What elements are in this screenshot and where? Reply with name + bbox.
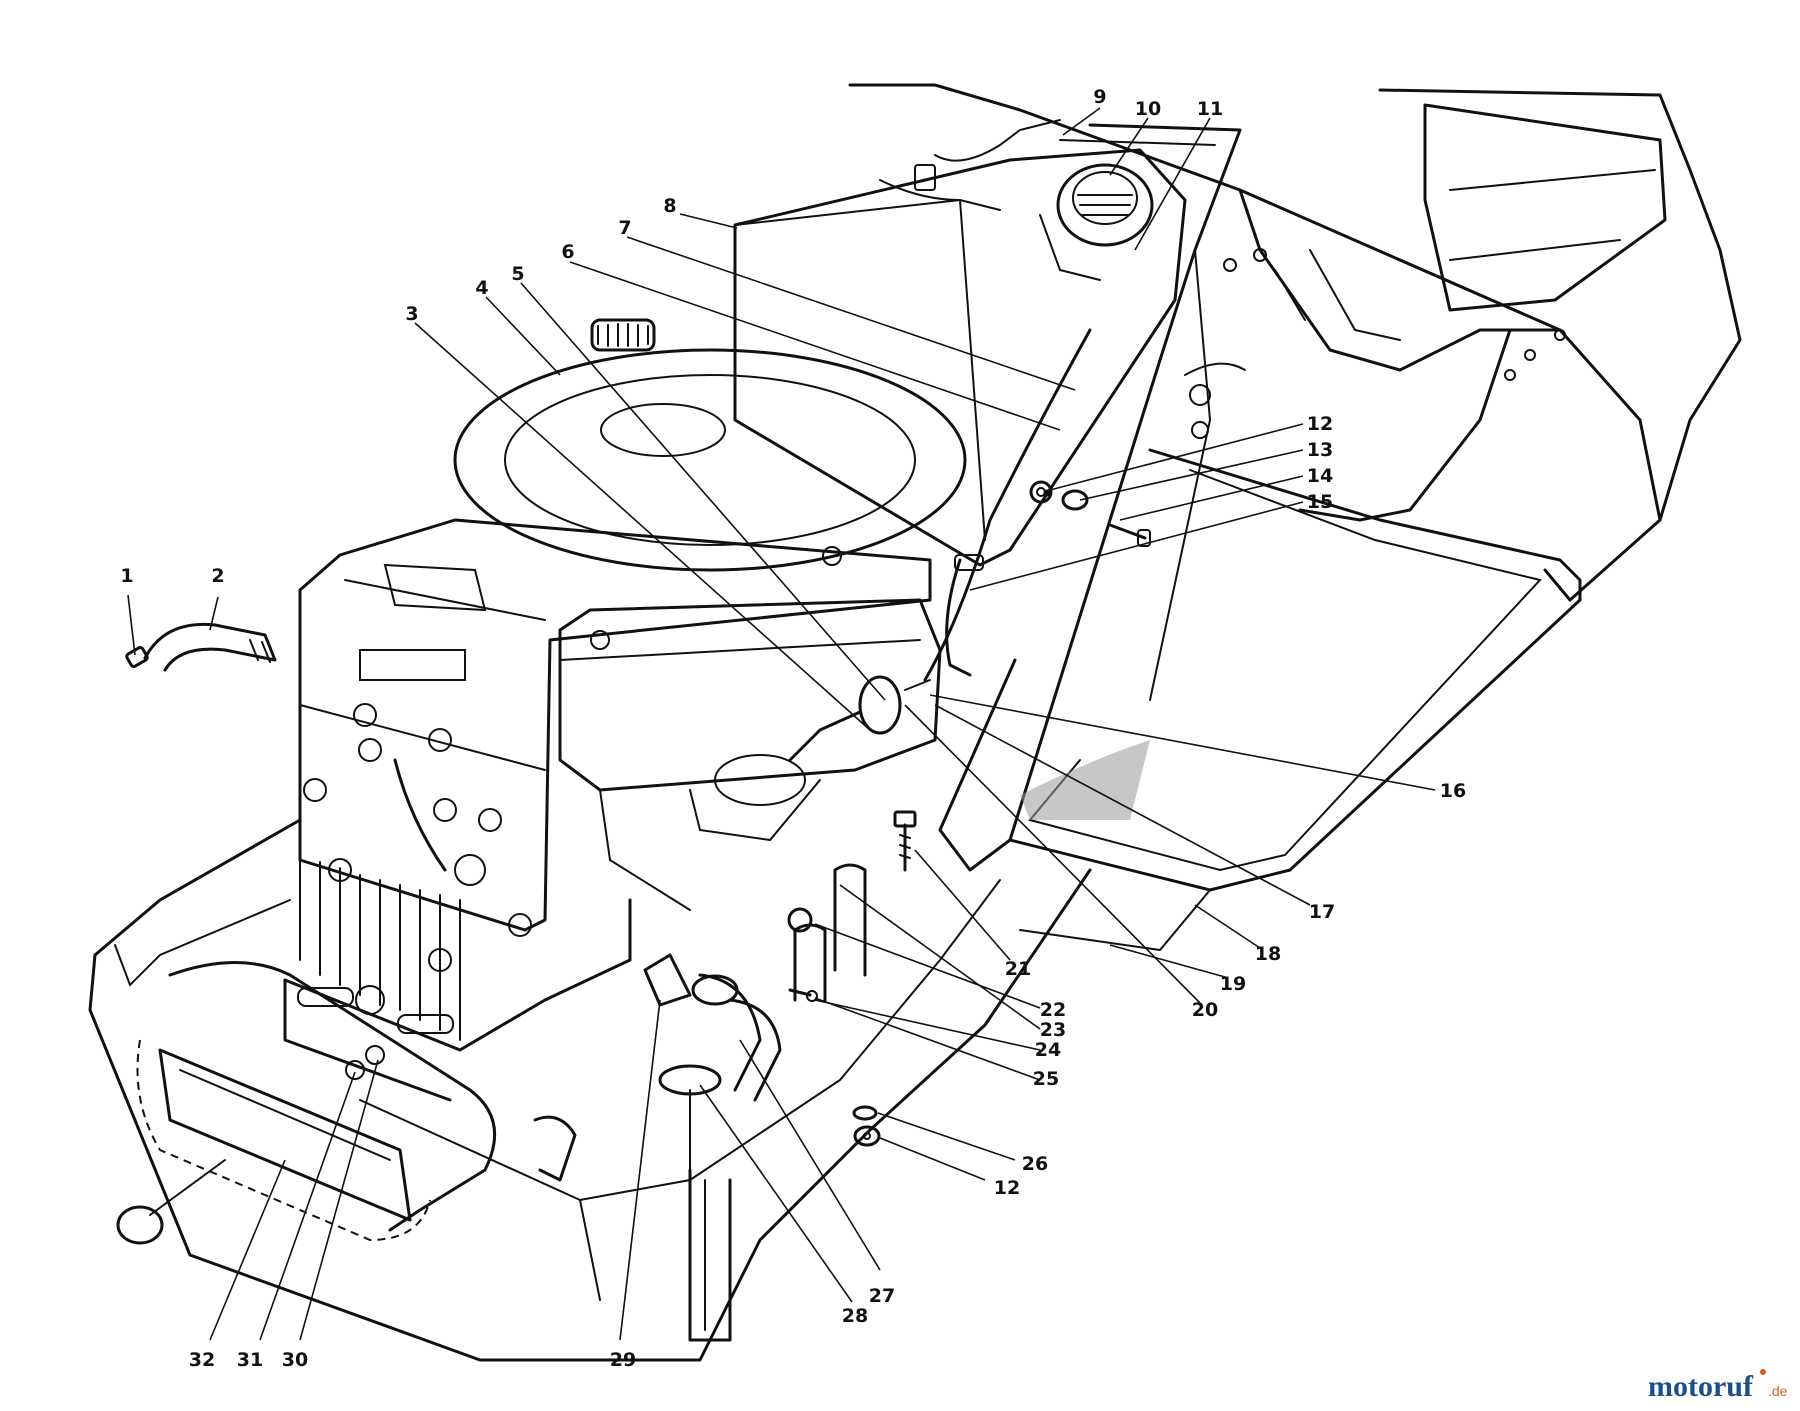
leader-lines <box>127 107 1436 1341</box>
air-cleaner <box>453 318 967 572</box>
callout-6: 6 <box>561 241 574 263</box>
bottom-frame <box>88 818 1092 1362</box>
callout-15: 15 <box>1307 491 1333 513</box>
fuel-tank <box>733 119 1187 567</box>
callout-18: 18 <box>1255 943 1281 965</box>
callout-9: 9 <box>1093 86 1106 108</box>
floor-tray <box>1008 448 1582 952</box>
callout-22: 22 <box>1040 999 1066 1021</box>
callout-7: 7 <box>618 217 631 239</box>
callout-3: 3 <box>405 303 418 325</box>
callout-21: 21 <box>1005 958 1031 980</box>
hardware <box>125 480 1151 1147</box>
watermark-dot-icon <box>1760 1369 1766 1375</box>
blower-housing <box>558 546 942 911</box>
callout-8: 8 <box>663 195 676 217</box>
callout-19: 19 <box>1220 973 1246 995</box>
callout-17: 17 <box>1309 901 1335 923</box>
callout-16: 16 <box>1440 780 1466 802</box>
callout-26: 26 <box>1022 1153 1048 1175</box>
muffler <box>116 961 497 1245</box>
callout-24: 24 <box>1035 1039 1061 1061</box>
callout-25: 25 <box>1033 1068 1059 1090</box>
callout-32: 32 <box>189 1349 215 1371</box>
callout-2: 2 <box>211 565 224 587</box>
callout-13: 13 <box>1307 439 1333 461</box>
callout-10: 10 <box>1135 98 1161 120</box>
fuel-line <box>788 328 1092 762</box>
callout-31: 31 <box>237 1349 263 1371</box>
callout-11: 11 <box>1197 98 1223 120</box>
callout-1: 1 <box>120 565 133 587</box>
callout-20: 20 <box>1192 999 1218 1021</box>
dash-panel <box>938 123 1242 872</box>
callout-14: 14 <box>1307 465 1333 487</box>
callout-28: 28 <box>842 1305 868 1327</box>
watermark-name: motoruf <box>1648 1370 1754 1403</box>
callout-4: 4 <box>475 277 488 299</box>
callout-30: 30 <box>282 1349 308 1371</box>
callout-12b: 12 <box>994 1177 1020 1199</box>
watermark-logo: motoruf .de <box>1648 1369 1788 1403</box>
callout-23: 23 <box>1040 1019 1066 1041</box>
exhaust-pipe <box>533 953 782 1182</box>
callout-29: 29 <box>610 1349 636 1371</box>
callout-labels: 1 2 3 4 5 6 7 8 9 10 11 12 13 14 15 16 1… <box>120 86 1466 1371</box>
callout-27: 27 <box>869 1285 895 1307</box>
callout-5: 5 <box>511 263 524 285</box>
watermark-suffix: .de <box>1768 1383 1788 1399</box>
engine <box>283 518 932 1102</box>
callout-12: 12 <box>1307 413 1333 435</box>
